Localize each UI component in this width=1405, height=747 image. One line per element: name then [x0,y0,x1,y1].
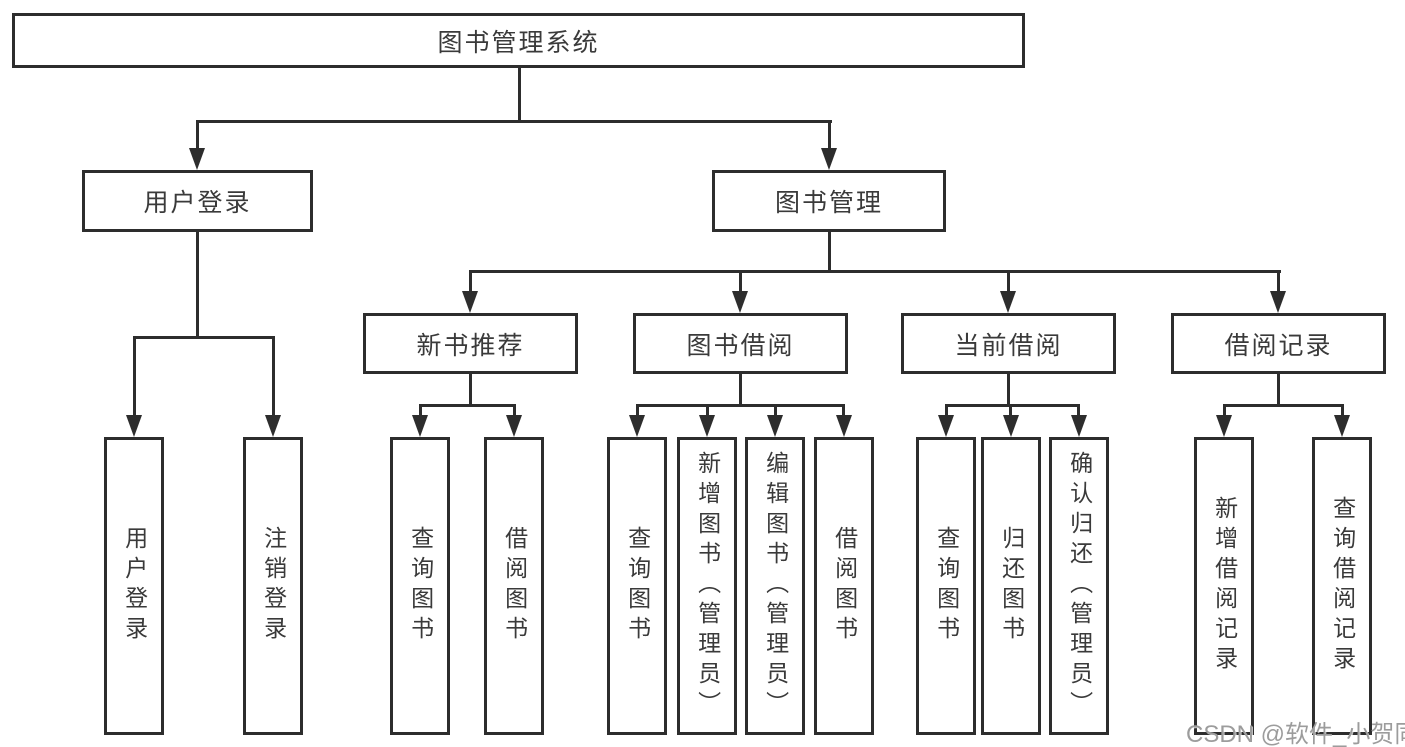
node-current-borrowing: 当前借阅 [901,313,1116,374]
connector-stem [469,270,472,291]
leaf-query-borrow-record-label: 查询借阅记录 [1329,496,1356,676]
connector-stem [419,404,422,417]
node-book-management-label: 图书管理 [774,189,883,217]
connector-stem [1009,404,1012,417]
connector-stem [1223,404,1226,417]
arrowhead [126,415,142,437]
connector-stem [1341,404,1344,417]
node-borrowing-records-label: 借阅记录 [1224,331,1333,360]
leaf-borrow-books: 借阅图书 [814,437,874,735]
leaf-edit-books-admin: 编辑图书（管理员） [745,437,805,735]
leaf-user-login: 用户登录 [104,437,164,735]
arrowhead [732,291,748,313]
connector-user-login-stem [196,232,199,336]
arrowhead [836,415,852,437]
arrowhead [412,415,428,437]
connector-level2-bus [196,120,832,123]
arrowhead [821,148,837,170]
leaf-query-borrow-record: 查询借阅记录 [1312,437,1372,735]
arrowhead [506,415,522,437]
leaf-query-books-borrowing-label: 查询图书 [624,526,651,646]
leaf-confirm-return-admin-label: 确认归还（管理员） [1066,451,1093,721]
connector-stem [636,404,639,417]
connector-stem [945,404,948,417]
connector-stem [774,404,777,417]
arrowhead [265,415,281,437]
leaf-borrow-books-label: 借阅图书 [831,526,858,646]
leaf-borrow-books-recommend-label: 借阅图书 [501,526,528,646]
node-borrowing-records: 借阅记录 [1171,313,1386,374]
leaf-query-books-recommend-label: 查询图书 [407,526,434,646]
node-new-book-recommend-label: 新书推荐 [416,331,525,360]
leaf-add-books-admin: 新增图书（管理员） [677,437,737,735]
leaf-return-books-label: 归还图书 [998,526,1025,646]
connector-stem [1077,404,1080,417]
connector-stem [842,404,845,417]
arrowhead [699,415,715,437]
leaf-add-borrow-record: 新增借阅记录 [1194,437,1254,735]
connector-user-login-bus [133,336,275,339]
node-root: 图书管理系统 [12,13,1025,68]
connector-stem [272,336,275,415]
connector-stem [828,120,831,148]
arrowhead [938,415,954,437]
leaf-borrow-books-recommend: 借阅图书 [484,437,544,735]
arrowhead [1003,415,1019,437]
connector-stem [133,336,136,415]
arrowhead [1000,291,1016,313]
connector-stem [1277,270,1280,291]
arrowhead [1071,415,1087,437]
node-book-management: 图书管理 [712,170,946,232]
node-user-login-label: 用户登录 [143,189,252,217]
connector-records-bus [1223,404,1343,407]
node-user-login: 用户登录 [82,170,313,232]
arrowhead [767,415,783,437]
arrowhead [1334,415,1350,437]
connector-stem [739,270,742,291]
node-new-book-recommend: 新书推荐 [363,313,578,374]
node-book-borrowing: 图书借阅 [633,313,848,374]
connector-current-stem [1007,374,1010,404]
leaf-query-books-borrowing: 查询图书 [607,437,667,735]
leaf-edit-books-admin-label: 编辑图书（管理员） [762,451,789,721]
connector-level3-bus [469,270,1281,273]
node-current-borrowing-label: 当前借阅 [954,331,1063,360]
leaf-user-login-label: 用户登录 [121,526,148,646]
arrowhead [189,148,205,170]
leaf-query-books-current-label: 查询图书 [933,526,960,646]
leaf-logout-label: 注销登录 [260,526,287,646]
node-book-borrowing-label: 图书借阅 [686,331,795,360]
connector-records-stem [1277,374,1280,404]
connector-new-books-stem [469,374,472,404]
connector-stem [513,404,516,417]
connector-stem [196,120,199,148]
csdn-watermark: CSDN @软件_小贺同学 [1186,721,1405,747]
leaf-add-borrow-record-label: 新增借阅记录 [1211,496,1238,676]
connector-book-mgmt-stem [828,232,831,270]
arrowhead [462,291,478,313]
connector-new-books-bus [419,404,516,407]
connector-stem [706,404,709,417]
connector-current-bus [945,404,1080,407]
arrowhead [629,415,645,437]
arrowhead [1270,291,1286,313]
connector-borrowing-bus [636,404,845,407]
leaf-query-books-recommend: 查询图书 [390,437,450,735]
leaf-query-books-current: 查询图书 [916,437,976,735]
connector-stem [1007,270,1010,291]
arrowhead [1216,415,1232,437]
leaf-logout: 注销登录 [243,437,303,735]
leaf-confirm-return-admin: 确认归还（管理员） [1049,437,1109,735]
connector-root-stem [518,68,521,120]
node-root-label: 图书管理系统 [437,28,600,57]
connector-borrowing-stem [739,374,742,404]
leaf-return-books: 归还图书 [981,437,1041,735]
leaf-add-books-admin-label: 新增图书（管理员） [694,451,721,721]
